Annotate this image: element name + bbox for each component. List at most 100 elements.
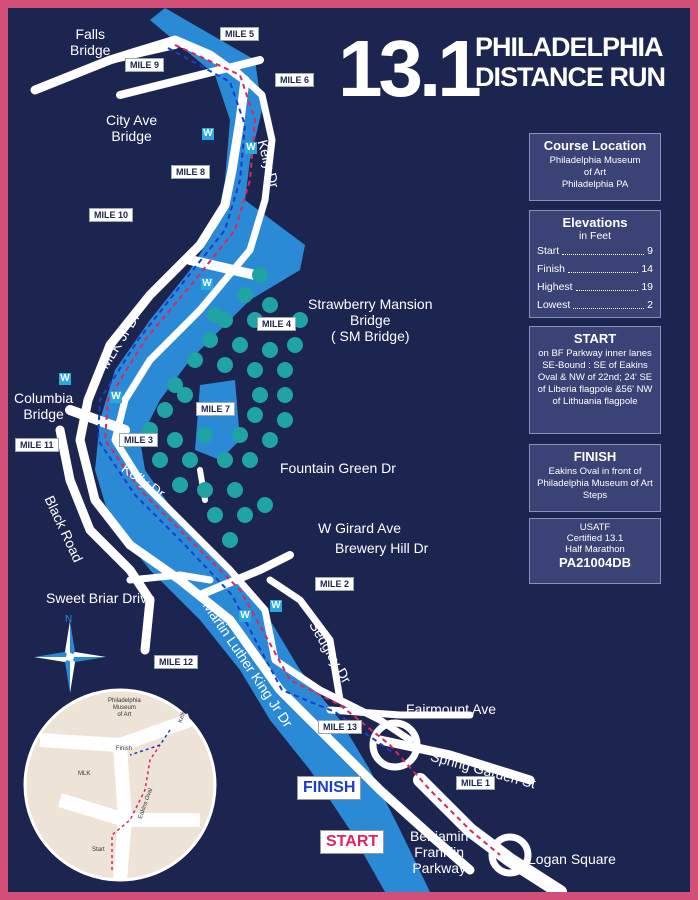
tree bbox=[247, 407, 263, 423]
mile-marker-7: MILE 7 bbox=[196, 402, 236, 416]
map-canvas: 13.1 PHILADELPHIA DISTANCE RUN Course Lo… bbox=[8, 8, 690, 892]
tree bbox=[202, 332, 218, 348]
inset-finish-label: Finish bbox=[116, 746, 133, 752]
route-line-blue bbox=[96, 47, 393, 753]
water-stop-icon: W bbox=[59, 373, 71, 385]
falls-bridge-road bbox=[106, 41, 179, 64]
start-badge: START bbox=[320, 830, 385, 854]
inset-map bbox=[23, 688, 217, 882]
strawberry-bridge bbox=[185, 255, 260, 280]
tree bbox=[197, 482, 213, 498]
black-road-road bbox=[55, 425, 155, 655]
tree bbox=[232, 337, 248, 353]
water-stop-icon: W bbox=[202, 128, 214, 140]
tree bbox=[287, 337, 303, 353]
tree bbox=[227, 482, 243, 498]
tree bbox=[277, 387, 293, 403]
logan-square-circle bbox=[488, 833, 532, 877]
mile-marker-12: MILE 12 bbox=[154, 655, 199, 669]
elevations-title: Elevations bbox=[562, 215, 628, 230]
cert-code: PA21004DB bbox=[558, 555, 632, 570]
tree bbox=[262, 342, 278, 358]
girard-road bbox=[196, 551, 294, 599]
tree bbox=[167, 432, 183, 448]
inset-museum-label: Philadelphia Museum of Art bbox=[108, 698, 141, 718]
inset-mlk-label: MLK bbox=[78, 771, 91, 777]
tree bbox=[252, 267, 268, 283]
columbia-bridge-label: Columbia Bridge bbox=[14, 390, 74, 422]
tree bbox=[252, 387, 268, 403]
mile-marker-4: MILE 4 bbox=[257, 317, 297, 331]
fairmount-label: Fairmount Ave bbox=[406, 701, 497, 717]
spring-garden-road bbox=[375, 735, 535, 785]
mile-marker-13: MILE 13 bbox=[318, 720, 363, 734]
city-ave-road bbox=[116, 56, 264, 99]
tree bbox=[242, 452, 258, 468]
sweet-briar-label: Sweet Briar Drive bbox=[46, 590, 155, 606]
compass-rose bbox=[34, 621, 106, 693]
tree bbox=[217, 452, 233, 468]
tree bbox=[277, 362, 293, 378]
mile-marker-6: MILE 6 bbox=[275, 73, 315, 87]
tree bbox=[182, 452, 198, 468]
cert-line1: USATF bbox=[579, 522, 611, 533]
city-ave-bridge-label: City Ave Bridge bbox=[106, 112, 158, 144]
tree bbox=[217, 357, 233, 373]
falls-bridge-label: Falls Bridge bbox=[70, 26, 111, 58]
tree bbox=[262, 432, 278, 448]
water-stop-icon: W bbox=[239, 610, 251, 622]
water-stop-icon: W bbox=[201, 278, 213, 290]
finish-text: Eakins Oval in front of Philadelphia Mus… bbox=[537, 466, 653, 501]
mile-marker-2: MILE 2 bbox=[315, 577, 355, 591]
compass-n-label: N bbox=[65, 614, 73, 625]
tree bbox=[237, 287, 253, 303]
tree bbox=[247, 362, 263, 378]
title-line1: PHILADELPHIA bbox=[475, 32, 664, 62]
tree bbox=[237, 507, 253, 523]
route-line bbox=[103, 44, 501, 856]
water-stop-icon: W bbox=[110, 391, 122, 403]
tree bbox=[152, 452, 168, 468]
mile-marker-11: MILE 11 bbox=[15, 438, 59, 452]
tree bbox=[257, 497, 273, 513]
course-location-title: Course Location bbox=[543, 138, 647, 153]
start-text: on BF Parkway inner lanes SE-Bound : SE … bbox=[537, 348, 653, 407]
tree bbox=[277, 412, 293, 428]
location-line: Philadelphia PA bbox=[561, 179, 629, 190]
strawberry-label: Strawberry Mansion Bridge ( SM Bridge) bbox=[308, 296, 433, 344]
mile-marker-8: MILE 8 bbox=[171, 165, 211, 179]
trees bbox=[142, 267, 308, 548]
columbia-bridge-road bbox=[65, 405, 130, 435]
elevations-subtitle: in Feet bbox=[578, 230, 612, 242]
cert-panel: USATF Certified 13.1 Half Marathon PA210… bbox=[529, 518, 661, 584]
tree bbox=[157, 402, 173, 418]
cert-line3: Half Marathon bbox=[565, 544, 625, 555]
cert-line2: Certified 13.1 bbox=[566, 533, 624, 544]
tree bbox=[232, 427, 248, 443]
finish-panel: FINISH Eakins Oval in front of Philadelp… bbox=[529, 444, 661, 512]
logan-square-label: Logan Square bbox=[528, 851, 616, 867]
water-stop-icon: W bbox=[245, 142, 257, 154]
tree bbox=[167, 377, 183, 393]
sweet-briar-road bbox=[126, 571, 214, 584]
sedgley-road bbox=[266, 576, 344, 704]
mile-marker-3: MILE 3 bbox=[119, 433, 159, 447]
title-number: 13.1 bbox=[338, 24, 482, 113]
inset-start-label: Start bbox=[92, 847, 105, 853]
bf-parkway-label: Benjamin Franklin Parkway bbox=[410, 828, 469, 876]
tree bbox=[262, 297, 278, 313]
tree bbox=[207, 307, 223, 323]
mile-marker-5: MILE 5 bbox=[220, 27, 260, 41]
tree bbox=[222, 532, 238, 548]
finish-title: FINISH bbox=[573, 449, 617, 464]
w-girard-label: W Girard Ave bbox=[318, 520, 401, 536]
kelly-drive-road bbox=[111, 36, 414, 744]
mile-marker-10: MILE 10 bbox=[89, 208, 134, 222]
finish-badge: FINISH bbox=[297, 776, 362, 800]
fairmount-road bbox=[326, 706, 474, 719]
start-title: START bbox=[573, 331, 617, 346]
